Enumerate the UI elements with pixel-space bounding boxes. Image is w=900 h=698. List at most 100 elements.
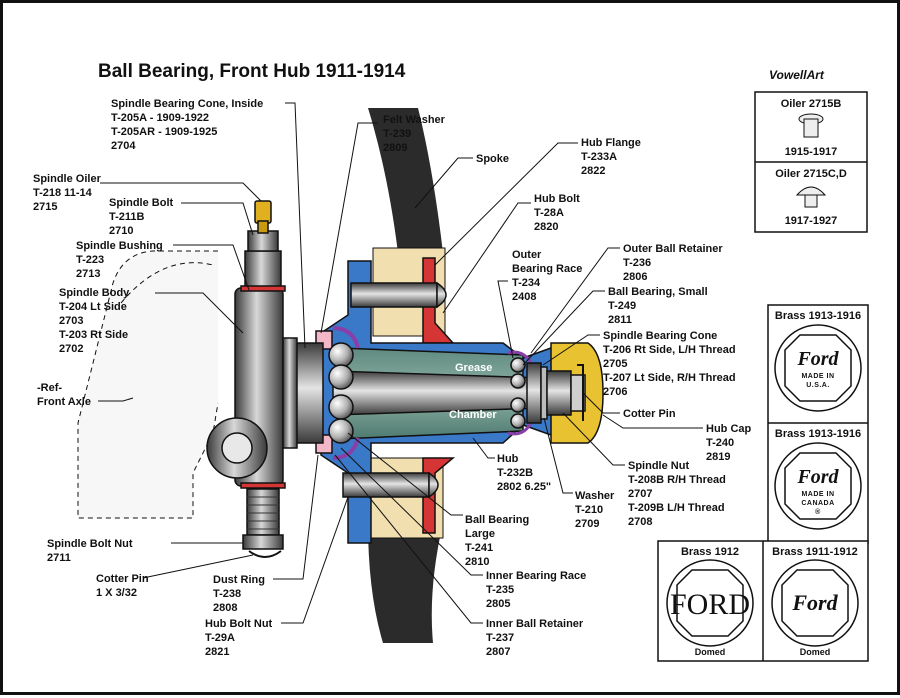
leader-inner-retainer <box>334 454 483 624</box>
label-dust-ring: Dust Ring T-238 2808 <box>213 574 268 614</box>
leader-hub-bolt <box>442 202 531 314</box>
oiler-a-title: Oiler 2715B <box>781 98 842 110</box>
axle-reference-curve <box>120 262 214 304</box>
label-spindle-bolt: Spindle Bolt T-211B 2710 <box>109 197 176 237</box>
spindle-bolt-top <box>244 250 282 290</box>
label-outer-retainer: Outer Ball Retainer T-236 2806 <box>623 243 726 283</box>
cap-1911-title: Brass 1911-1912 <box>772 546 858 558</box>
leader-hub <box>472 437 495 459</box>
cap-canada-line1: MADE IN <box>801 491 834 498</box>
large-ball-2 <box>328 364 354 390</box>
spindle-bushing-ring-top <box>240 285 286 292</box>
oiler-a-icon <box>803 118 819 138</box>
diagram-title: Ball Bearing, Front Hub 1911-1914 <box>98 61 406 82</box>
spindle-oiler <box>254 200 272 224</box>
large-ball-1 <box>328 342 354 368</box>
inner-retainer-upper <box>332 326 360 349</box>
spoke-lower <box>368 523 443 643</box>
spoke-upper <box>368 108 443 253</box>
grease-label: Grease <box>455 362 492 374</box>
label-hub-cap: Hub Cap T-240 2819 <box>706 423 754 463</box>
label-front-axle: -Ref- Front Axle <box>37 382 91 408</box>
cap-1912-text: FORD <box>670 588 750 621</box>
large-ball-3 <box>328 394 354 420</box>
hub-diagram: Ball Bearing, Front Hub 1911-1914 Vowell… <box>33 61 869 662</box>
cap-1911-foot: Domed <box>800 647 831 657</box>
leader-outer-retainer <box>530 247 620 354</box>
spindle-bushing-ring-bottom <box>240 482 286 489</box>
leader-hub-flange <box>434 142 578 266</box>
inner-retainer-lower <box>332 437 360 460</box>
label-spindle-cone: Spindle Bearing Cone T-206 Rt Side, L/H … <box>603 330 739 398</box>
cap-usa-line1: MADE IN <box>801 373 834 380</box>
cap-1912-octagon <box>676 569 744 637</box>
leader-spindle-bolt <box>181 202 254 236</box>
leader-ball-large <box>347 432 463 516</box>
leader-cotter-pin-right <box>582 392 620 414</box>
spindle-thread-end <box>570 374 586 412</box>
label-spindle-body: Spindle Body T-204 Lt Side 2703 T-203 Rt… <box>59 287 132 355</box>
label-inner-race: Inner Bearing Race T-235 2805 <box>486 570 589 610</box>
oiler-b-icon <box>804 194 818 208</box>
leader-spindle-body <box>155 292 244 334</box>
label-hub-flange: Hub Flange T-233A 2822 <box>581 137 644 177</box>
label-hub-bolt: Hub Bolt T-28A 2820 <box>534 193 583 233</box>
cap-canada-title: Brass 1913-1916 <box>775 428 861 440</box>
leader-spindle-cone-inside <box>285 102 306 349</box>
label-hub: Hub T-232B 2802 6.25" <box>497 453 551 493</box>
spindle-arm-hole <box>221 432 253 464</box>
leader-ball-small <box>522 290 605 366</box>
label-ball-large: Ball Bearing Large T-241 2810 <box>465 514 532 568</box>
hub-bolt-upper-head <box>436 281 447 309</box>
label-inner-retainer: Inner Ball Retainer T-237 2807 <box>486 618 586 658</box>
cotter-pin-left <box>248 550 282 558</box>
cap-canada-line2: CANADA <box>801 500 834 507</box>
label-spindle-oiler: Spindle Oiler T-218 11-14 2715 <box>33 173 104 213</box>
large-ball-4 <box>328 418 354 444</box>
label-spindle-nut: Spindle Nut T-208B R/H Thread 2707 T-209… <box>628 460 729 528</box>
leader-cotter-pin-left <box>142 554 254 579</box>
leader-front-axle <box>98 397 134 402</box>
leader-washer <box>543 417 573 494</box>
cap-1911-octagon <box>781 569 849 637</box>
leader-spindle-nut <box>562 412 625 466</box>
cap-usa-line2: U.S.A. <box>806 382 830 389</box>
spindle-nut <box>546 370 572 416</box>
small-ball-3 <box>510 397 526 413</box>
spindle-washer <box>540 366 548 420</box>
label-washer: Washer T-210 2709 <box>575 490 617 530</box>
outer-retainer-upper <box>507 350 533 364</box>
oiler-b-title: Oiler 2715C,D <box>775 168 847 180</box>
leader-inner-race <box>340 447 483 576</box>
cap-1912-title: Brass 1912 <box>681 546 739 558</box>
leader-hub-cap <box>602 414 703 429</box>
small-ball-2 <box>510 373 526 389</box>
cap-usa-octagon <box>784 334 852 402</box>
label-outer-race: Outer Bearing Race T-234 2408 <box>512 249 585 303</box>
front-axle-reference <box>77 250 219 519</box>
label-cotter-pin-right: Cotter Pin <box>623 408 676 420</box>
artist-credit: VowellArt <box>769 68 825 82</box>
leader-felt-washer <box>320 122 378 334</box>
oiler-b-icon-dome <box>795 186 827 196</box>
cap-usa-script: Ford <box>796 348 839 370</box>
leader-spindle-cone <box>542 334 600 366</box>
label-spindle-bushing: Spindle Bushing T-223 2713 <box>76 240 166 280</box>
label-spindle-bolt-nut: Spindle Bolt Nut 2711 <box>47 538 136 564</box>
spindle-shoulder <box>282 337 298 449</box>
hub-flange-upper <box>422 257 455 344</box>
oiler-b-years: 1917-1927 <box>785 215 838 227</box>
cap-usa-title: Brass 1913-1916 <box>775 310 861 322</box>
hub-bolt-upper <box>350 282 438 308</box>
label-ball-small: Ball Bearing, Small T-249 2811 <box>608 286 711 326</box>
leader-dust-ring <box>273 454 319 580</box>
hub-bolt-lower <box>342 472 430 498</box>
leader-spindle-bushing <box>173 244 250 291</box>
leader-spindle-oiler <box>100 182 262 202</box>
label-cotter-pin-left: Cotter Pin 1 X 3/32 <box>96 573 152 599</box>
small-ball-4 <box>510 413 526 429</box>
cap-1911-script: Ford <box>791 590 838 615</box>
spindle-bolt-thread <box>246 488 280 536</box>
outer-spindle-cone <box>526 362 542 424</box>
